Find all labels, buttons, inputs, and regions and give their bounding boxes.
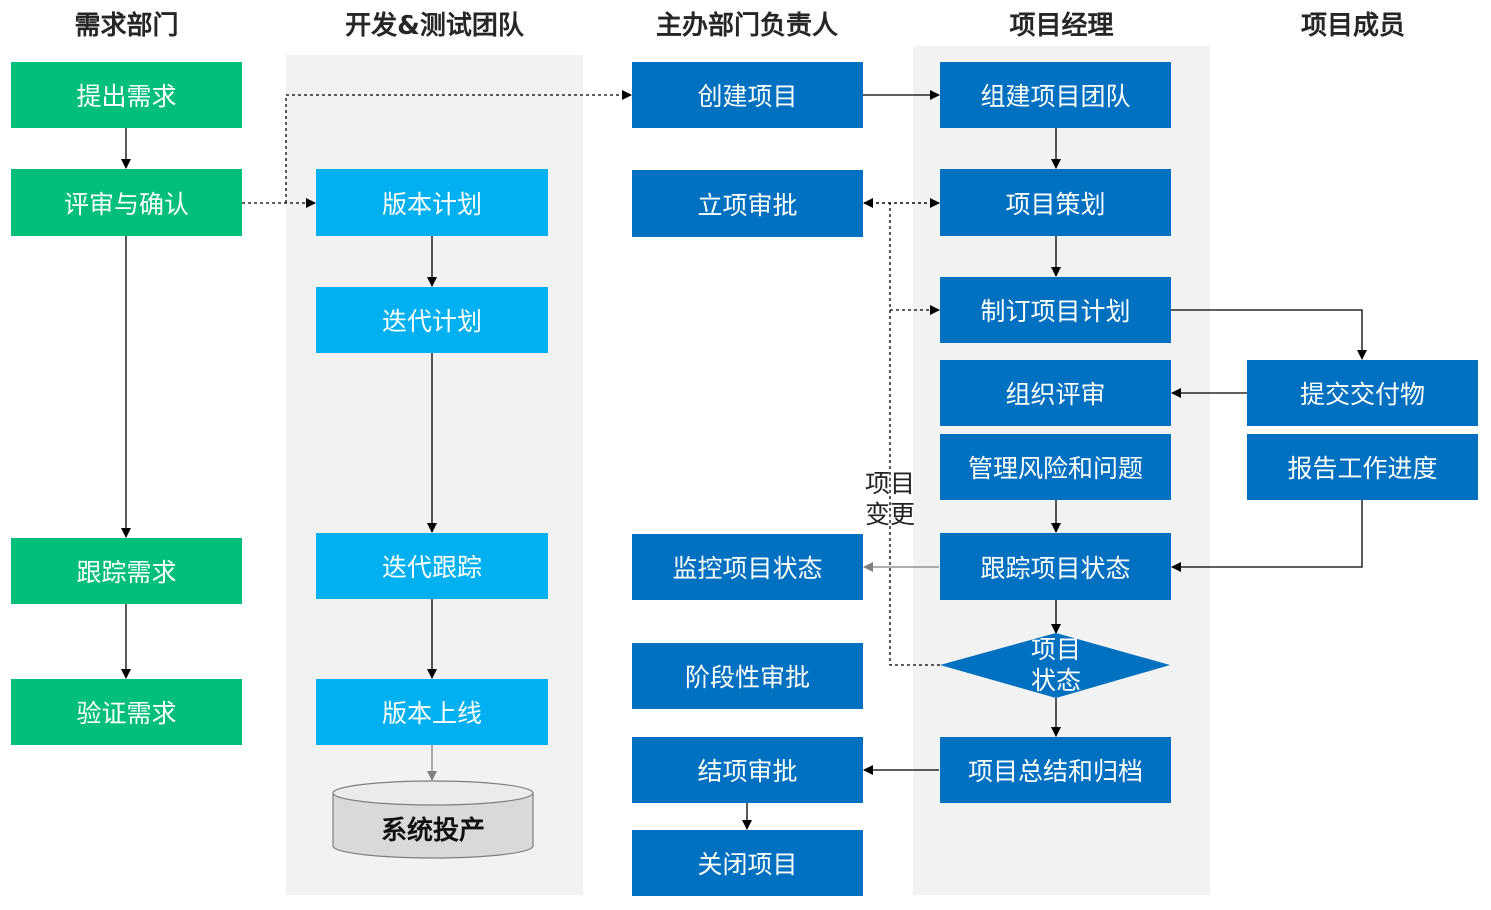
arrow-progress-to-track [1171,500,1363,572]
node-system-production-label: 系统投产 [380,816,485,846]
arrow-plan-to-deliverables [1171,309,1367,360]
node-close-project: 关闭项目 [632,830,863,896]
system-production-cylinder [332,780,534,859]
node-track-requirement: 跟踪需求 [11,538,242,604]
decision-label-line1: 项目 [1030,635,1081,664]
node-version-release: 版本上线 [316,679,548,745]
node-track-project-status: 跟踪项目状态 [940,533,1171,600]
node-project-approval: 立项审批 [632,170,863,237]
decision-label-line2: 状态 [1030,666,1081,695]
node-report-progress: 报告工作进度 [1247,434,1478,500]
node-iteration-plan: 迭代计划 [316,287,548,353]
node-make-project-plan: 制订项目计划 [940,277,1171,343]
node-submit-deliverables: 提交交付物 [1247,360,1478,426]
node-build-team: 组建项目团队 [940,62,1171,128]
node-iteration-tracking: 迭代跟踪 [316,533,548,599]
lane-title-sponsor: 主办部门负责人 [655,11,838,41]
node-manage-risks: 管理风险和问题 [940,434,1171,500]
lane-title-project-manager: 项目经理 [1009,11,1114,41]
lane-title-project-members: 项目成员 [1300,11,1405,41]
node-monitor-status: 监控项目状态 [632,534,863,600]
node-version-plan: 版本计划 [316,169,548,236]
node-project-planning: 项目策划 [940,169,1171,236]
node-summary-archive: 项目总结和归档 [940,737,1171,803]
decision-label: 项目 状态 [1006,634,1106,696]
node-phase-approval: 阶段性审批 [632,643,863,709]
node-submit-requirement: 提出需求 [11,62,242,128]
project-change-line1: 项目 [864,469,915,498]
dotted-arrow-review-to-create-project [285,90,632,203]
lane-title-dev-test-team: 开发&测试团队 [345,11,524,41]
project-status-decision-diamond [940,633,1170,698]
node-organize-review: 组织评审 [940,360,1171,426]
lane-title-demand-dept: 需求部门 [74,11,179,41]
project-change-line2: 变更 [864,500,915,529]
dotted-change-loop [889,203,940,666]
node-closure-approval: 结项审批 [632,737,863,803]
node-verify-requirement: 验证需求 [11,679,242,745]
node-review-confirm: 评审与确认 [11,169,242,236]
project-change-label: 项目 变更 [858,468,922,530]
node-create-project: 创建项目 [632,62,863,128]
